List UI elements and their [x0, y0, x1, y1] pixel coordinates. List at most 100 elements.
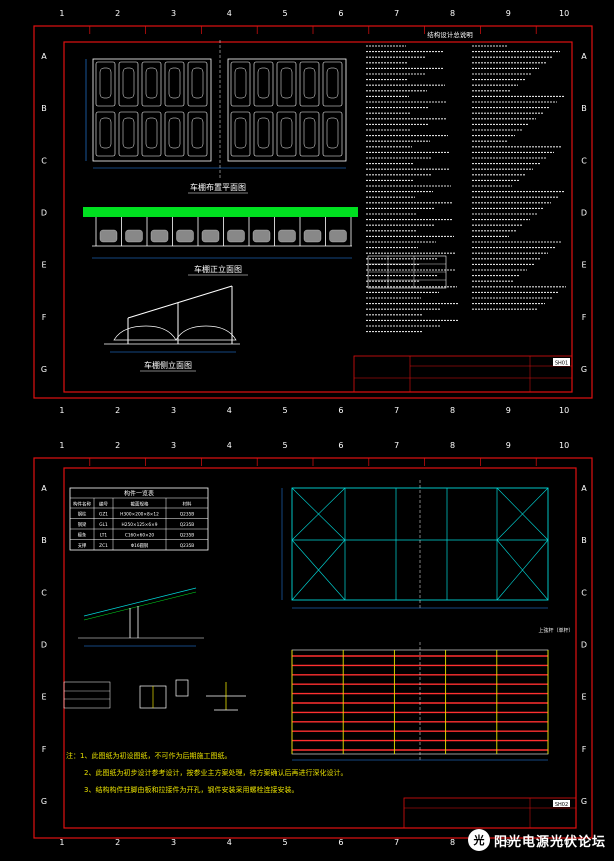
plan-title: 车棚布置平面图	[190, 182, 246, 192]
table-cell: 檩条	[78, 532, 87, 539]
inner-frame	[63, 467, 577, 829]
table-cell: Q235B	[180, 543, 195, 549]
front-elevation	[83, 207, 358, 259]
car-outline	[257, 117, 270, 149]
column-number: 6	[338, 406, 343, 415]
parked-car	[99, 229, 118, 243]
note-line-1: 注：1、此图纸为初设图纸，不可作为后期施工图纸。	[66, 751, 231, 760]
column-number: 9	[506, 838, 511, 847]
column-number: 5	[283, 406, 288, 415]
table-cell: H250×125×6×9	[122, 522, 158, 528]
column-number: 10	[559, 9, 569, 18]
rafter-title: 上弦杆（单杆）	[538, 627, 573, 634]
row-letter: B	[581, 104, 587, 113]
row-letter: E	[41, 261, 46, 270]
row-letter: F	[582, 313, 587, 322]
column-number: 10	[559, 406, 569, 415]
row-letter: F	[582, 745, 587, 754]
car-outline	[168, 67, 181, 99]
car-outline	[122, 117, 135, 149]
row-letter: A	[41, 484, 47, 493]
table-cell: 支撑	[78, 542, 87, 549]
row-letter: D	[41, 641, 47, 650]
parking-plan	[85, 40, 347, 180]
car-stall	[230, 111, 251, 157]
column-number: 5	[283, 9, 288, 18]
table-cell: Q235B	[180, 533, 195, 539]
car-outline	[280, 67, 293, 99]
sheet-2-number: SH02	[555, 802, 568, 808]
car-stall	[299, 111, 320, 157]
sun-logo-icon: 光	[467, 829, 490, 851]
row-letter: E	[581, 261, 586, 270]
column-number: 9	[506, 9, 511, 18]
column-number: 2	[115, 838, 120, 847]
table-cell: Q235B	[180, 522, 195, 528]
column-number: 1	[59, 838, 64, 847]
car-outline	[145, 67, 158, 99]
table-cell: C160×60×20	[125, 533, 155, 539]
column-number: 2	[115, 9, 120, 18]
car-stall	[230, 61, 251, 107]
row-letter: C	[41, 588, 47, 597]
inner-frame	[63, 41, 573, 393]
column-number: 5	[283, 441, 288, 450]
car-stall	[299, 61, 320, 107]
car-outline	[234, 67, 247, 99]
car-stall	[118, 61, 139, 107]
car-outline	[257, 67, 270, 99]
row-letter: B	[41, 104, 47, 113]
row-letter: E	[581, 693, 586, 702]
outer-frame	[33, 457, 593, 839]
car-outline	[168, 117, 181, 149]
column-number: 8	[450, 9, 455, 18]
car-outline	[99, 67, 112, 99]
car-stall	[164, 111, 185, 157]
bracing-plan	[281, 480, 549, 610]
row-letter: A	[581, 484, 587, 493]
column-number: 8	[450, 838, 455, 847]
car-stall	[322, 61, 343, 107]
parked-car	[252, 229, 271, 243]
parked-car	[176, 229, 194, 243]
car-stall	[322, 111, 343, 157]
parked-car	[329, 229, 347, 243]
car-outline	[122, 67, 135, 99]
column-number: 2	[115, 406, 120, 415]
column-number: 9	[506, 441, 511, 450]
column-number: 7	[394, 406, 399, 415]
column-number: 4	[227, 9, 232, 18]
row-letter: B	[581, 536, 587, 545]
column-number: 10	[559, 838, 569, 847]
row-letter: C	[581, 588, 587, 597]
car-outline	[191, 117, 204, 149]
table-cell: LT1	[100, 533, 107, 539]
car-stall	[187, 111, 208, 157]
car-stall	[253, 111, 274, 157]
column-number: 8	[450, 406, 455, 415]
parked-car	[150, 229, 169, 243]
row-letter: D	[41, 209, 47, 218]
parked-car	[125, 229, 143, 243]
front-elevation-title: 车棚正立面图	[194, 264, 242, 274]
row-letter: E	[41, 693, 46, 702]
title-block: SH01	[353, 355, 573, 393]
row-letter: A	[41, 52, 47, 61]
table-cell: Φ16圆钢	[131, 542, 148, 549]
column-number: 4	[227, 441, 232, 450]
car-stall	[164, 61, 185, 107]
column-number: 7	[394, 441, 399, 450]
note-line-3: 3、结构构件柱脚由板和拉接件为开孔，钢件安装采用螺栓连接安装。	[84, 785, 298, 794]
column-number: 4	[227, 406, 232, 415]
car-outline	[303, 67, 316, 99]
notes-title: 结构设计总说明	[427, 30, 473, 39]
table-cell: Q235B	[180, 512, 195, 518]
row-letter: G	[581, 365, 587, 374]
column-number: 4	[227, 838, 232, 847]
parked-car	[227, 229, 245, 243]
parked-car	[303, 229, 322, 243]
